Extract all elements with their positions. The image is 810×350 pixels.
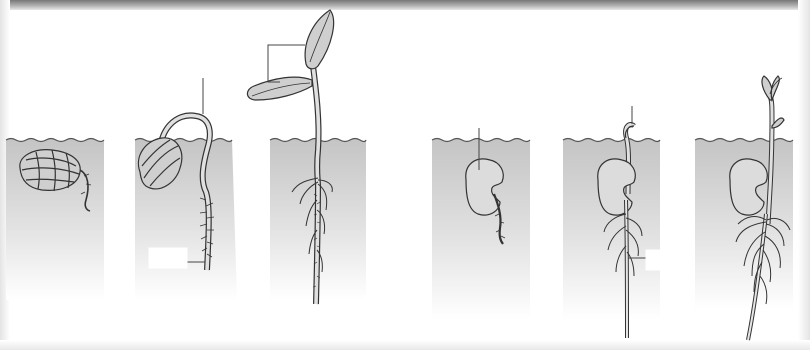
label-box-1 (149, 248, 187, 268)
label-box-2 (646, 250, 666, 270)
